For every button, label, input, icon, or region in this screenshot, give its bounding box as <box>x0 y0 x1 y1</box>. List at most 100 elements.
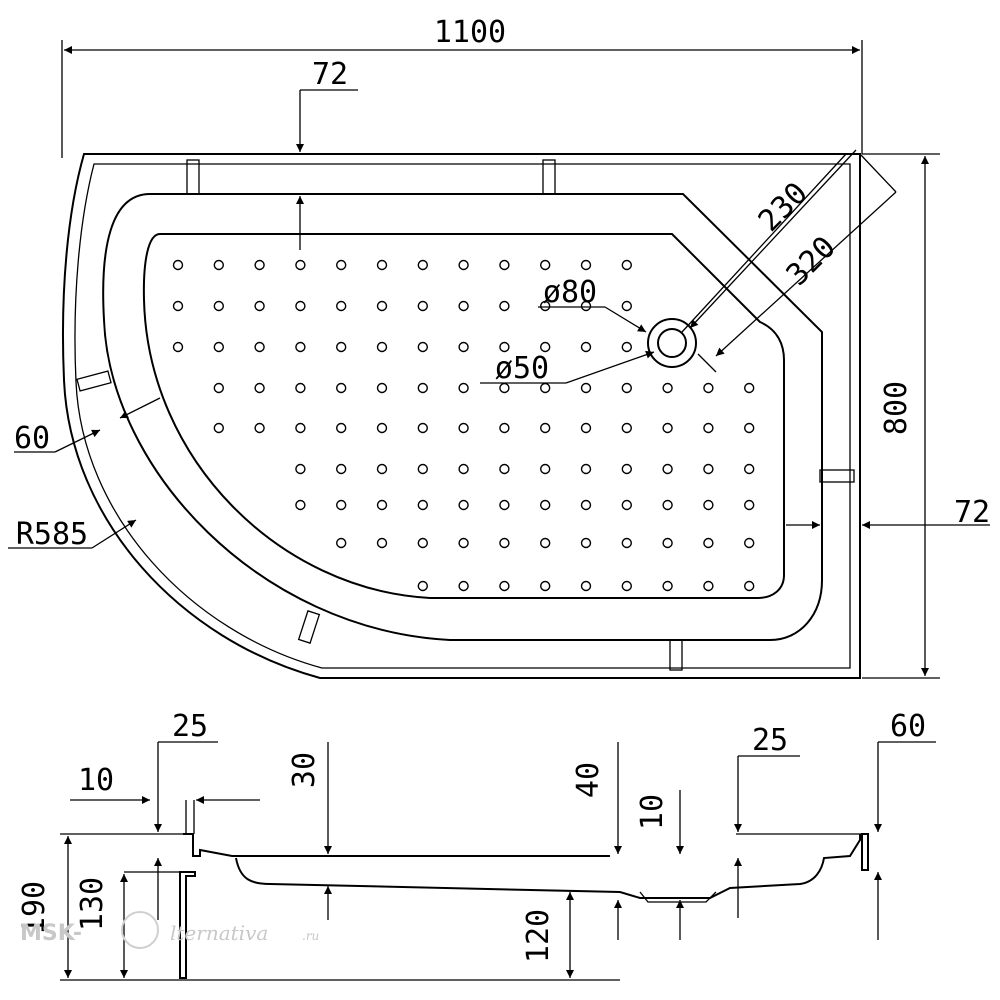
anti-slip-dot <box>499 463 510 475</box>
anti-slip-dot <box>499 341 510 353</box>
anti-slip-dot <box>703 537 714 549</box>
section-view: 190 130 25 10 30 <box>17 709 936 981</box>
support-blocks <box>76 159 855 671</box>
anti-slip-dot <box>621 259 632 271</box>
anti-slip-dot <box>744 422 755 434</box>
anti-slip-dot <box>376 259 388 271</box>
anti-slip-dot <box>295 463 306 475</box>
anti-slip-dot <box>540 341 551 353</box>
anti-slip-dot <box>621 580 632 592</box>
dim-30: 30 <box>287 742 332 920</box>
anti-slip-dot <box>172 259 184 271</box>
anti-slip-dot <box>621 341 632 353</box>
anti-slip-dot <box>499 499 510 511</box>
anti-slip-dot <box>376 422 388 434</box>
section-left-profile <box>183 833 610 857</box>
anti-slip-dot <box>376 463 388 475</box>
anti-slip-dot <box>621 499 632 511</box>
anti-slip-dot <box>540 499 551 511</box>
anti-slip-dot <box>336 259 347 271</box>
dim-r585-label: R585 <box>16 517 88 552</box>
anti-slip-dot <box>540 537 551 549</box>
anti-slip-dot <box>662 580 673 592</box>
anti-slip-dot <box>213 259 225 271</box>
plan-view: 1100 72 800 72 60 <box>8 15 990 679</box>
dim-drain: ø80 ø50 <box>480 275 655 386</box>
anti-slip-dot <box>417 499 428 511</box>
anti-slip-dot <box>744 499 755 511</box>
tray-floor <box>142 233 785 599</box>
anti-slip-dots <box>172 259 755 592</box>
dim-10-left-label: 10 <box>78 763 114 798</box>
anti-slip-dot <box>376 499 388 511</box>
dim-800: 800 <box>862 153 940 679</box>
tray-outer-lip <box>74 163 851 669</box>
watermark-tail: lternativa <box>170 921 268 945</box>
anti-slip-dot <box>336 463 347 475</box>
dim-130: 130 <box>75 871 180 978</box>
anti-slip-dot <box>458 300 469 312</box>
anti-slip-dot <box>336 537 347 549</box>
anti-slip-dot <box>499 580 510 592</box>
anti-slip-dot <box>458 341 469 353</box>
anti-slip-dot <box>336 341 347 353</box>
dim-72-right-label: 72 <box>954 495 990 530</box>
anti-slip-dot <box>580 300 592 312</box>
anti-slip-dot <box>295 300 306 312</box>
anti-slip-dot <box>376 382 388 394</box>
dim-25-left: 25 <box>154 709 218 920</box>
anti-slip-dot <box>580 259 592 271</box>
anti-slip-dot <box>662 463 673 475</box>
anti-slip-dot <box>458 259 469 271</box>
tray-outer-outline <box>61 153 861 679</box>
watermark-logo-icon <box>121 911 159 949</box>
anti-slip-dot <box>254 422 265 434</box>
anti-slip-dot <box>621 537 632 549</box>
anti-slip-dot <box>580 499 592 511</box>
anti-slip-dot <box>580 463 592 475</box>
anti-slip-dot <box>295 382 306 394</box>
anti-slip-dot <box>417 422 428 434</box>
dim-130-label: 130 <box>75 877 110 931</box>
anti-slip-dot <box>662 499 673 511</box>
anti-slip-dot <box>376 300 388 312</box>
anti-slip-dot <box>336 422 347 434</box>
dim-25-left-label: 25 <box>172 709 208 744</box>
anti-slip-dot <box>254 382 265 394</box>
dim-25-right: 25 <box>734 723 800 918</box>
anti-slip-dot <box>458 422 469 434</box>
anti-slip-dot <box>540 580 551 592</box>
dim-800-label: 800 <box>879 381 914 435</box>
anti-slip-dot <box>499 422 510 434</box>
anti-slip-dot <box>213 300 225 312</box>
anti-slip-dot <box>417 259 428 271</box>
anti-slip-dot <box>458 580 469 592</box>
dim-10-left: 10 <box>70 763 260 834</box>
anti-slip-dot <box>703 499 714 511</box>
anti-slip-dot <box>540 422 551 434</box>
dim-72-top: 72 <box>296 57 358 250</box>
dim-120: 120 <box>521 892 574 978</box>
watermark-domain: .ru <box>302 929 319 943</box>
dim-190: 190 <box>17 836 72 978</box>
tray-inner-rim <box>102 193 823 641</box>
anti-slip-dot <box>499 537 510 549</box>
anti-slip-dot <box>417 463 428 475</box>
anti-slip-dot <box>417 537 428 549</box>
anti-slip-dot <box>172 341 184 353</box>
dim-1100-label: 1100 <box>434 15 506 50</box>
anti-slip-dot <box>744 382 755 394</box>
anti-slip-dot <box>540 463 551 475</box>
anti-slip-dot <box>458 382 469 394</box>
anti-slip-dot <box>254 341 265 353</box>
dim-60-left-label: 60 <box>14 421 50 456</box>
anti-slip-dot <box>254 259 265 271</box>
anti-slip-dot <box>376 341 388 353</box>
anti-slip-dot <box>744 580 755 592</box>
anti-slip-dot <box>621 463 632 475</box>
anti-slip-dot <box>621 300 632 312</box>
anti-slip-dot <box>580 580 592 592</box>
anti-slip-dot <box>540 259 551 271</box>
anti-slip-dot <box>417 341 428 353</box>
anti-slip-dot <box>417 382 428 394</box>
